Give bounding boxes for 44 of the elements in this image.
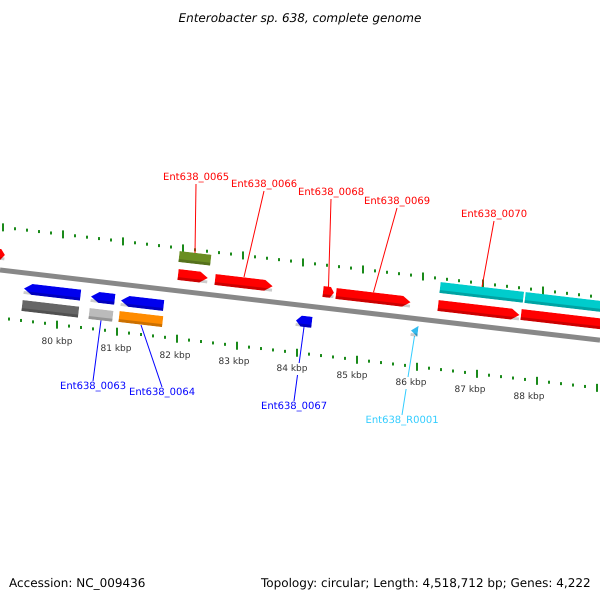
accession-note: Accession: NC_009436 [9, 576, 146, 590]
leader-line [373, 208, 398, 293]
gene-feature [23, 283, 82, 301]
gene-feature [120, 294, 164, 311]
gene-label: Ent638_0070 [461, 209, 528, 221]
gene-feature [437, 300, 520, 320]
leader-line [244, 190, 264, 278]
leader-line [92, 320, 102, 382]
gene-feature-bar [88, 308, 114, 322]
scale-label: 84 kbp [276, 363, 308, 375]
scale-label: 82 kbp [160, 350, 190, 362]
scale-label: 87 kbp [454, 384, 486, 396]
gene-feature-bar [439, 282, 524, 303]
leader-line [140, 324, 162, 388]
gene-feature-bar [118, 311, 164, 328]
gene-label: Ent638_0063 [60, 381, 126, 393]
gene-feature [214, 274, 274, 292]
gene-label: Ent638_0069 [364, 196, 430, 208]
genome-summary-note: Topology: circular; Length: 4,518,712 bp; Genes: 4,222 [261, 576, 591, 590]
scale-label: 88 kbp [514, 391, 544, 403]
scale-label: 83 kbp [218, 356, 250, 368]
scale-label: 80 kbp [42, 336, 72, 348]
gene-label: Ent638_0068 [298, 187, 364, 199]
leader-line [194, 184, 196, 254]
leader-line [482, 220, 494, 288]
gene-label: Ent638_R0001 [366, 415, 439, 427]
gene-label: Ent638_0066 [231, 179, 298, 191]
gene-label: Ent638_0065 [163, 172, 230, 184]
gene-feature [322, 286, 335, 299]
scale-label: 85 kbp [336, 370, 368, 382]
gene-feature-bar [524, 292, 600, 313]
gene-feature [520, 310, 600, 331]
gene-feature-bar [178, 251, 212, 266]
gene-marker [410, 324, 419, 336]
gene-feature [295, 315, 313, 328]
map-title: Enterobacter sp. 638, complete genome [178, 11, 422, 25]
gene-feature-bar [21, 300, 80, 318]
gene-label: Ent638_0067 [261, 401, 328, 413]
gene-feature [177, 269, 208, 284]
scale-label: 86 kbp [396, 377, 426, 389]
scale-label: 81 kbp [100, 343, 132, 355]
leader-line [328, 198, 332, 288]
gene-label: Ent638_0064 [129, 387, 196, 399]
gene-feature [90, 291, 116, 305]
